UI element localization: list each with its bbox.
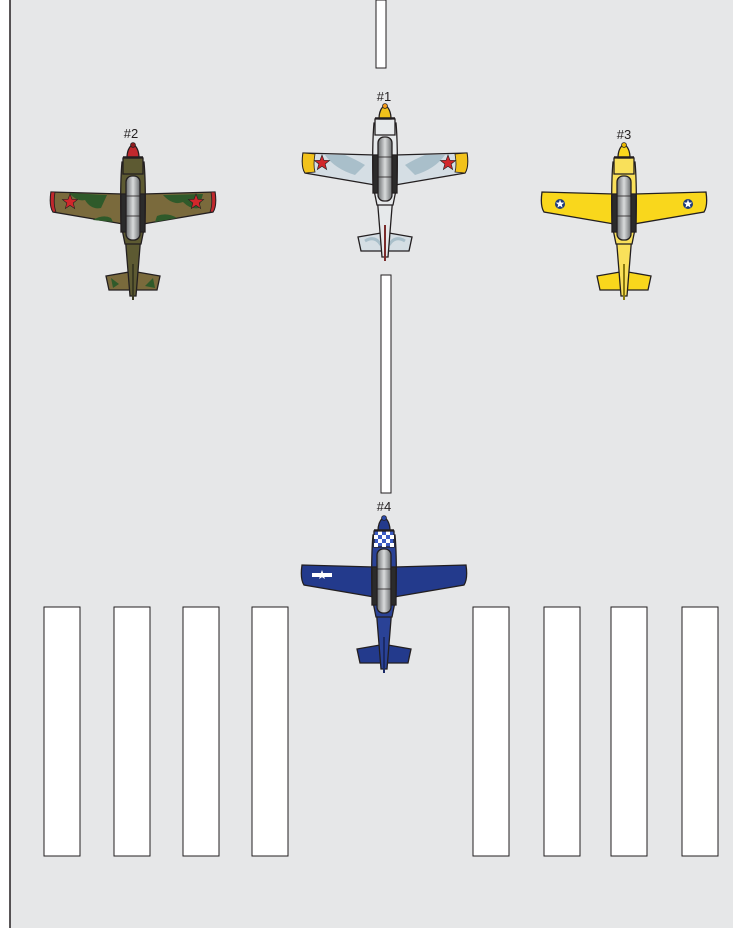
threshold-bar <box>252 607 288 856</box>
aircraft-label-3: #3 <box>617 127 631 142</box>
threshold-bar <box>114 607 150 856</box>
aircraft-label-4: #4 <box>377 499 391 514</box>
cowl-checker <box>382 543 386 547</box>
threshold-bar <box>682 607 718 856</box>
centerline-marking-top <box>376 0 386 68</box>
centerline-marking-middle <box>381 275 391 493</box>
cowl-checker <box>378 539 382 543</box>
threshold-bar <box>611 607 647 856</box>
spinner-tip <box>383 104 388 109</box>
canopy <box>126 176 140 240</box>
threshold-bar <box>183 607 219 856</box>
cowl-checker <box>390 535 394 539</box>
spinner-tip <box>382 516 387 521</box>
cowl-checker <box>382 535 386 539</box>
spinner-tip <box>131 143 136 148</box>
engine-cowling <box>123 158 143 174</box>
aircraft-label-2: #2 <box>124 126 138 141</box>
cowl-checker <box>374 543 378 547</box>
canopy <box>377 549 391 613</box>
canopy <box>617 176 631 240</box>
threshold-bar <box>44 607 80 856</box>
engine-cowling <box>375 119 395 135</box>
cowl-checker <box>390 543 394 547</box>
spinner-tip <box>622 143 627 148</box>
aircraft-label-1: #1 <box>377 89 391 104</box>
threshold-bar <box>544 607 580 856</box>
cowl-checker <box>374 535 378 539</box>
canopy <box>378 137 392 201</box>
engine-cowling <box>614 158 634 174</box>
cowl-checker <box>386 539 390 543</box>
threshold-bar <box>473 607 509 856</box>
